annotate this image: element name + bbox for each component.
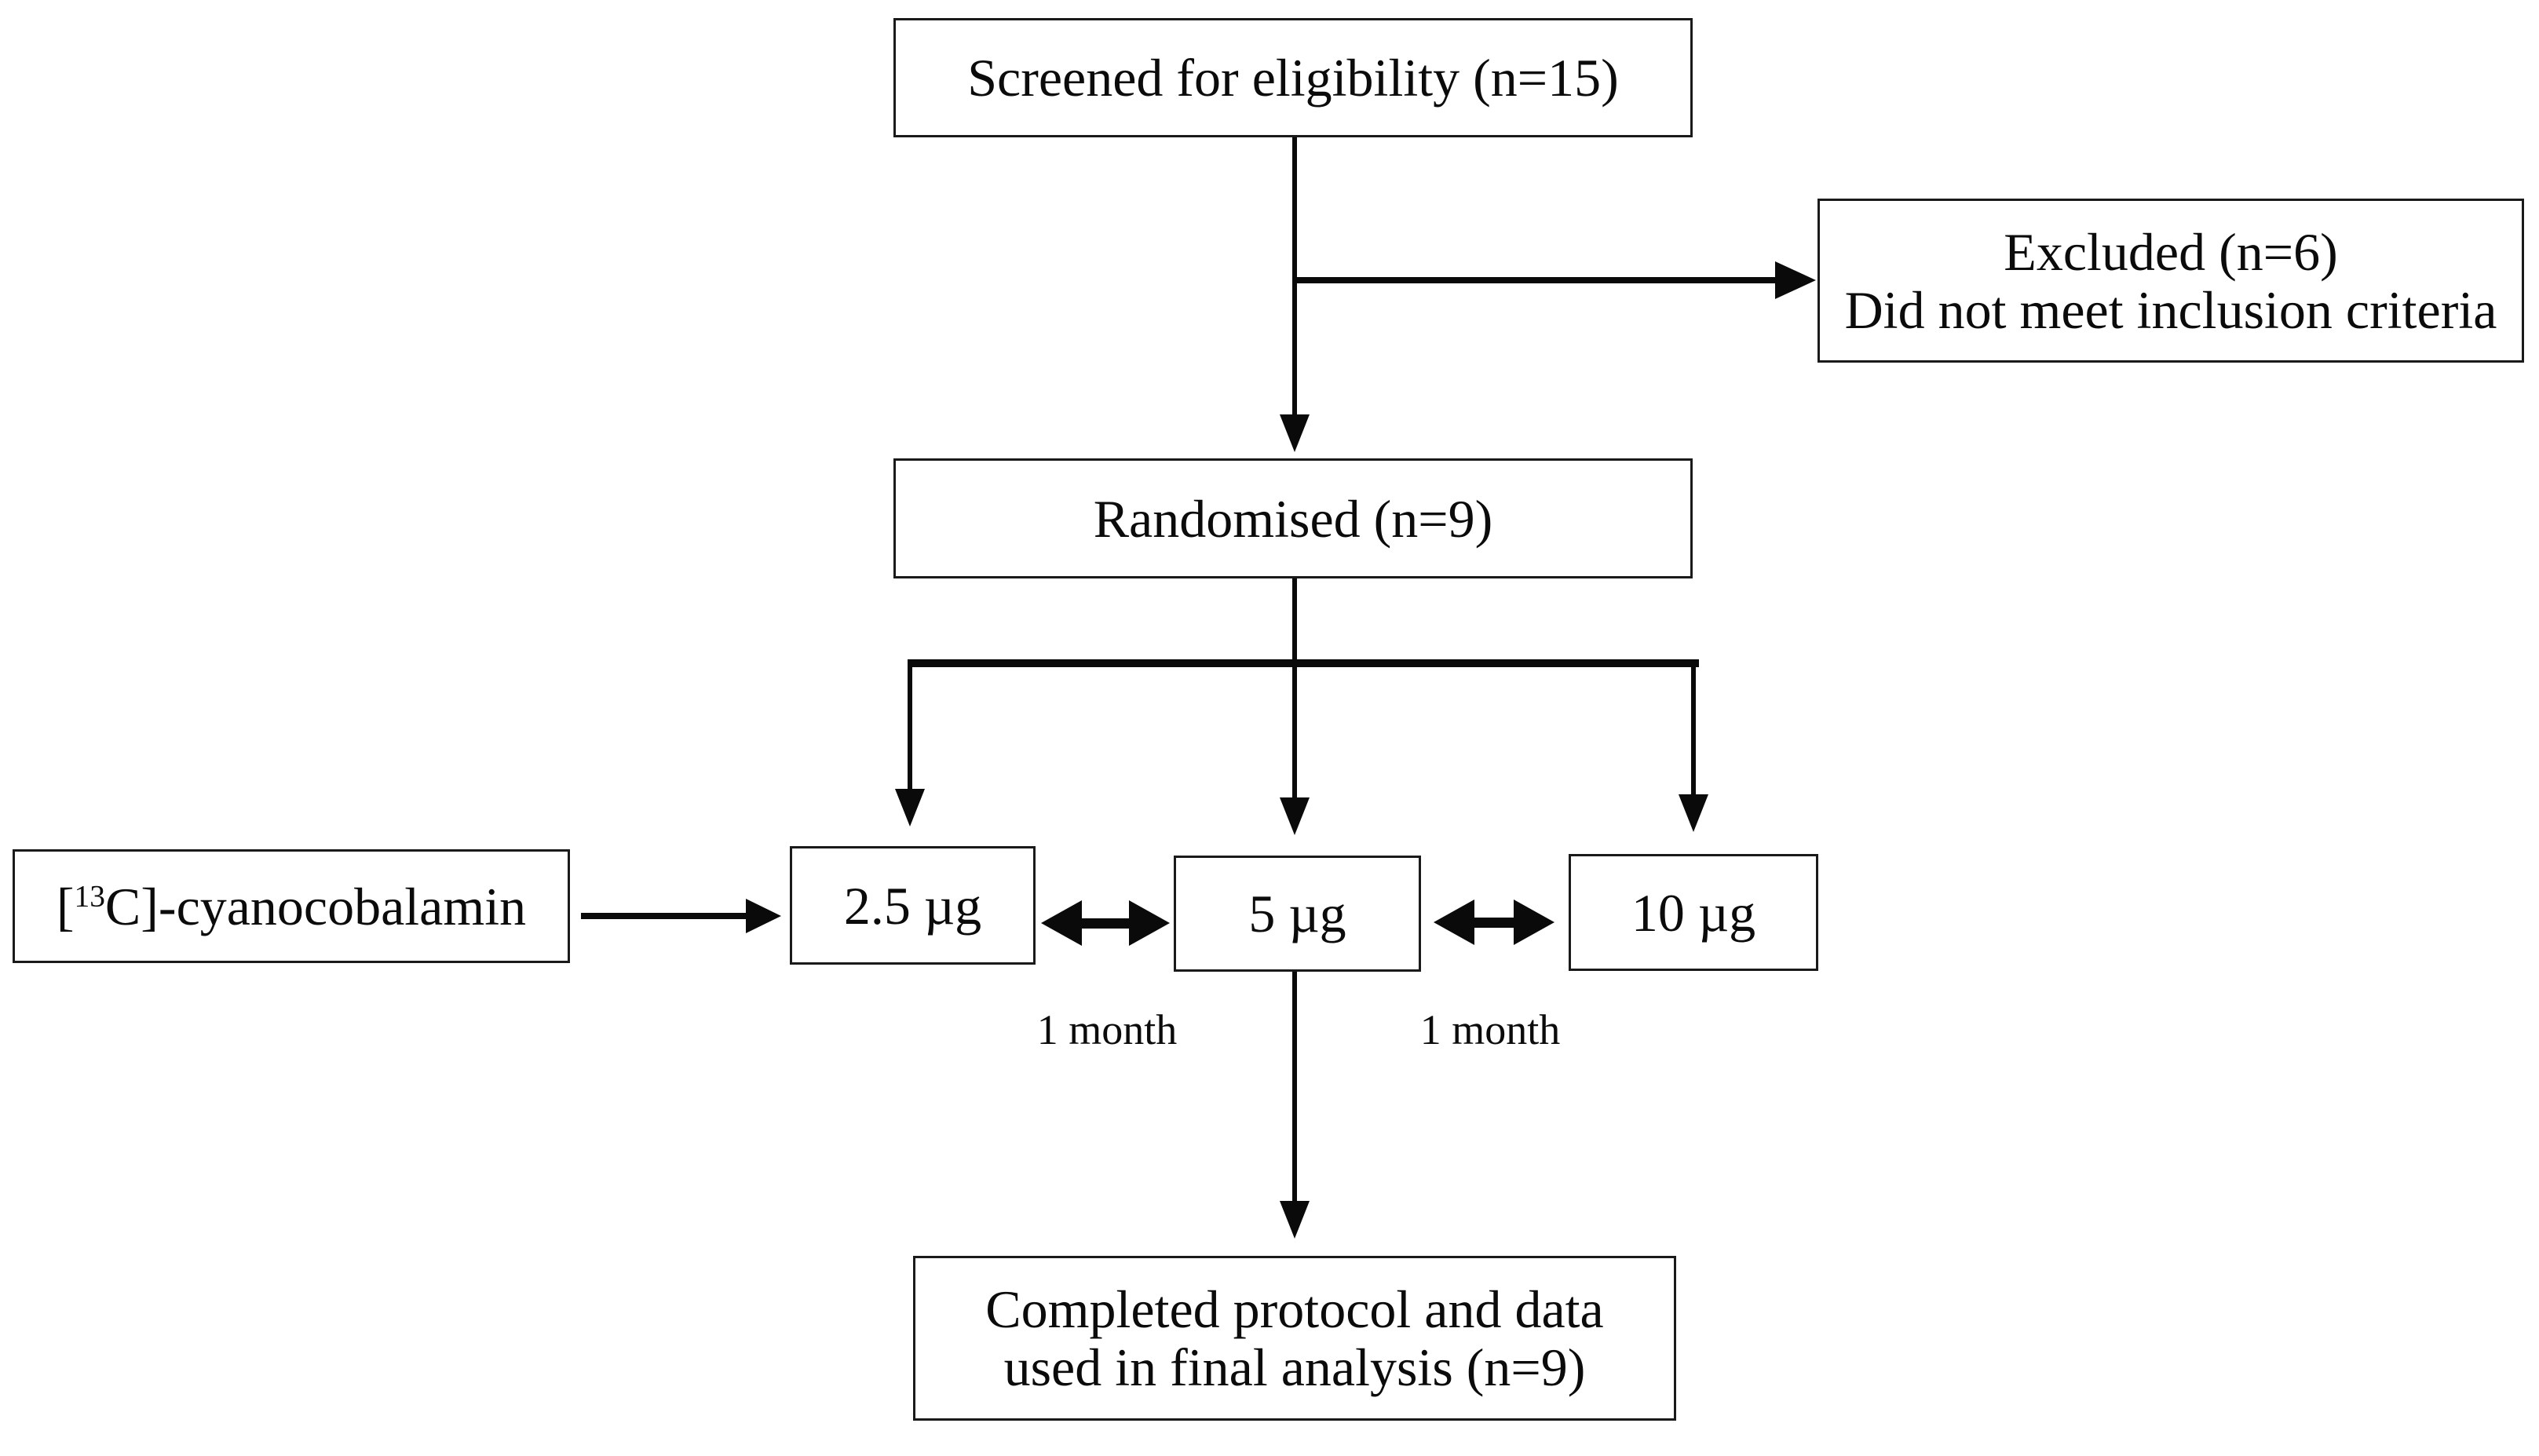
branch-right-line (1691, 663, 1696, 794)
completed-line-2: used in final analysis (n=9) (1003, 1337, 1586, 1397)
branch-left-line (908, 663, 912, 789)
arrowhead-into-dose-mid-icon (1280, 797, 1310, 835)
dose-low-label: 2.5 µg (843, 875, 982, 936)
tracer-arrow-line (581, 913, 746, 919)
completed-box: Completed protocol and data used in fina… (913, 1256, 1676, 1421)
branch-bar (908, 659, 1699, 667)
randomised-box: Randomised (n=9) (893, 458, 1693, 578)
dose-low-box: 2.5 µg (790, 846, 1036, 965)
dose-high-label: 10 µg (1631, 882, 1756, 943)
dose-mid-label: 5 µg (1248, 884, 1346, 943)
excluded-box: Excluded (n=6) Did not meet inclusion cr… (1817, 199, 2524, 363)
washout-label-right: 1 month (1419, 1006, 1561, 1053)
tracer-box: [13C]-cyanocobalamin (13, 849, 570, 963)
tracer-name: C]-cyanocobalamin (104, 876, 527, 936)
tracer-label: [13C]-cyanocobalamin (57, 878, 526, 936)
double-arrow-right-head-low-icon (1129, 900, 1170, 946)
arrowhead-into-randomised-icon (1280, 414, 1310, 452)
excluded-line-2: Did not meet inclusion criteria (1844, 279, 2497, 340)
dose-mid-box: 5 µg (1174, 856, 1421, 972)
arrowhead-tracer-into-dose-low-icon (746, 899, 781, 933)
connector-screened-randomised-line (1292, 137, 1297, 414)
arrowhead-into-completed-icon (1280, 1201, 1310, 1239)
double-arrow-mid-high-shaft (1471, 918, 1517, 928)
dose-high-box: 10 µg (1569, 854, 1818, 971)
screened-box: Screened for eligibility (n=15) (893, 18, 1693, 137)
arrowhead-into-excluded-icon (1775, 261, 1816, 299)
arrowhead-into-dose-high-icon (1679, 794, 1708, 832)
tracer-bracket: [ (56, 876, 75, 936)
completed-line-1: Completed protocol and data (985, 1279, 1604, 1339)
connector-dose-mid-completed-line (1292, 972, 1297, 1201)
double-arrow-left-head-high-icon (1434, 900, 1474, 945)
exclusion-arrow-line (1295, 277, 1775, 283)
double-arrow-right-head-high-icon (1514, 900, 1554, 945)
screened-label: Screened for eligibility (n=15) (967, 48, 1619, 108)
isotope-superscript: 13 (74, 878, 105, 913)
washout-label-left: 1 month (1036, 1006, 1178, 1053)
double-arrow-low-mid-shaft (1079, 918, 1132, 929)
connector-randomised-dose-mid-line (1292, 578, 1297, 797)
double-arrow-left-head-low-icon (1041, 900, 1082, 946)
arrowhead-into-dose-low-icon (895, 789, 925, 827)
excluded-line-1: Excluded (n=6) (2004, 221, 2338, 282)
randomised-label: Randomised (n=9) (1093, 488, 1493, 549)
